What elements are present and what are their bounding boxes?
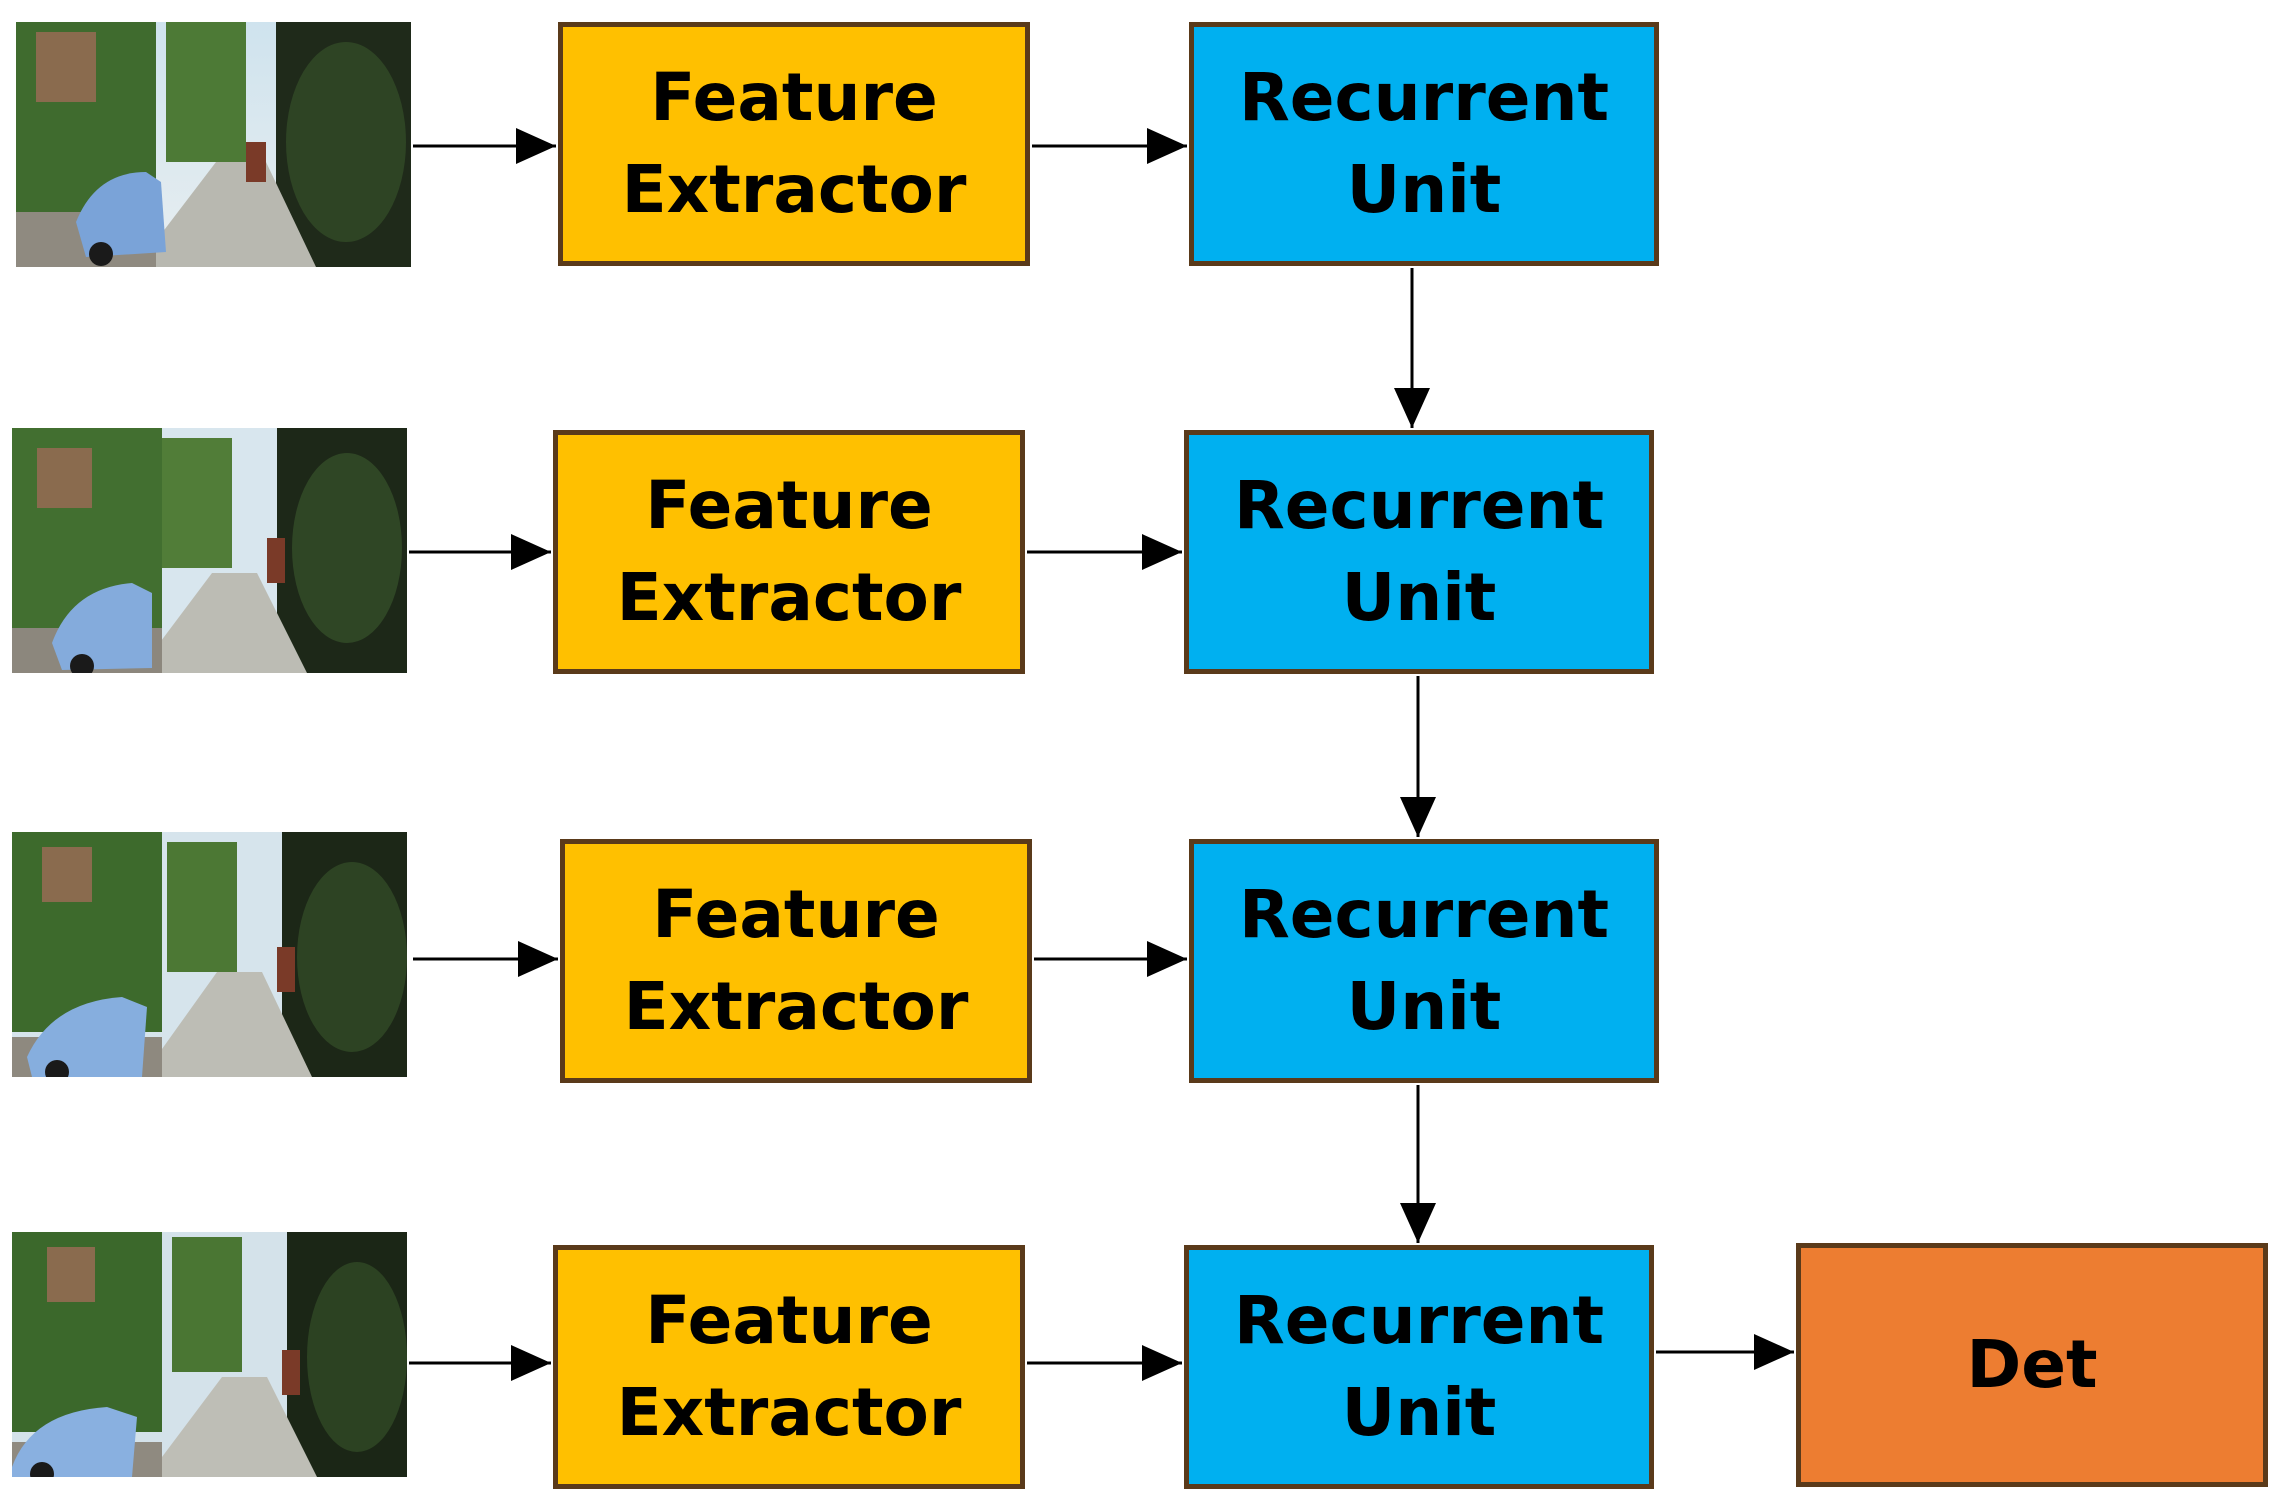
feature-extractor-label-line2: Extractor (623, 968, 969, 1045)
recurrent-unit-label-line1: Recurrent (1238, 876, 1610, 953)
recurrent-unit-label-line2: Unit (1346, 151, 1502, 228)
feature-extractor-box-3: Feature Extractor (560, 839, 1032, 1083)
feature-extractor-label-line1: Feature (645, 467, 933, 544)
recurrent-unit-label-line2: Unit (1341, 559, 1497, 636)
recurrent-unit-box-2: Recurrent Unit (1184, 430, 1654, 674)
feature-extractor-label-line2: Extractor (621, 151, 967, 228)
frame-image-3 (12, 832, 407, 1077)
recurrent-unit-label-line2: Unit (1346, 968, 1502, 1045)
recurrent-unit-label-line1: Recurrent (1238, 59, 1610, 136)
det-label: Det (1966, 1326, 2098, 1403)
feature-extractor-box-1: Feature Extractor (558, 22, 1030, 266)
recurrent-unit-box-4: Recurrent Unit (1184, 1245, 1654, 1489)
feature-extractor-label-line1: Feature (645, 1282, 933, 1359)
recurrent-unit-label-line1: Recurrent (1233, 467, 1605, 544)
frame-image-4 (12, 1232, 407, 1477)
frame-image-1 (16, 22, 411, 267)
feature-extractor-label-line1: Feature (652, 876, 940, 953)
feature-extractor-label-line2: Extractor (616, 559, 962, 636)
feature-extractor-label-line1: Feature (650, 59, 938, 136)
feature-extractor-box-2: Feature Extractor (553, 430, 1025, 674)
feature-extractor-box-4: Feature Extractor (553, 1245, 1025, 1489)
frame-image-2 (12, 428, 407, 673)
recurrent-unit-box-3: Recurrent Unit (1189, 839, 1659, 1083)
recurrent-unit-label-line2: Unit (1341, 1374, 1497, 1451)
recurrent-unit-label-line1: Recurrent (1233, 1282, 1605, 1359)
det-output-box: Det (1796, 1243, 2268, 1487)
feature-extractor-label-line2: Extractor (616, 1374, 962, 1451)
recurrent-unit-box-1: Recurrent Unit (1189, 22, 1659, 266)
